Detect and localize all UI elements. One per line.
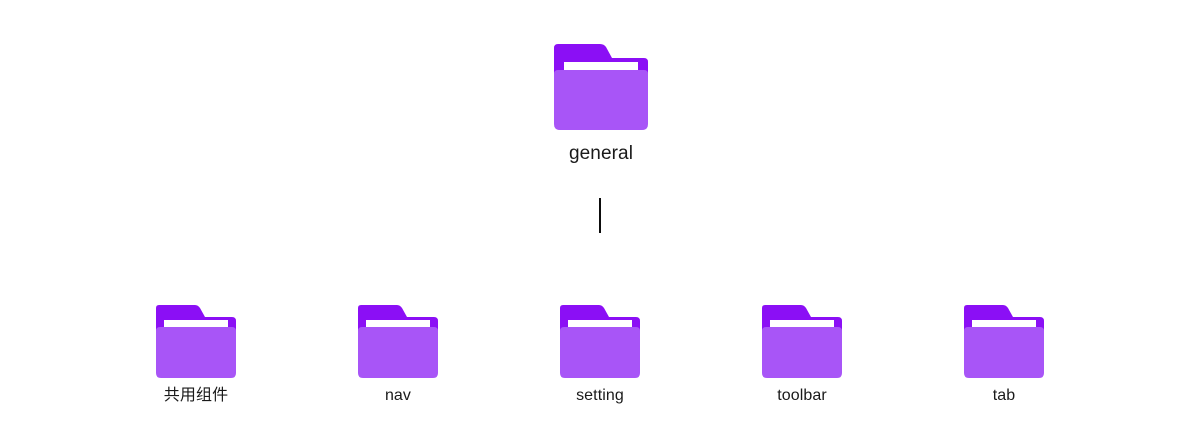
folder-icon[interactable] — [156, 305, 236, 378]
folder-icon[interactable] — [560, 305, 640, 378]
folder-icon[interactable] — [964, 305, 1044, 378]
folder-label: toolbar — [777, 387, 827, 404]
folder-icon[interactable] — [358, 305, 438, 378]
folder-node-toolbar[interactable]: toolbar — [762, 305, 842, 405]
vertical-line-connector-icon — [599, 198, 601, 233]
folder-node-general[interactable]: general — [554, 44, 648, 165]
folder-node-setting[interactable]: setting — [560, 305, 640, 405]
folder-icon[interactable] — [762, 305, 842, 378]
folder-node-tab[interactable]: tab — [964, 305, 1044, 405]
folder-label: general — [568, 143, 634, 164]
folder-label: nav — [384, 387, 412, 404]
folder-label: setting — [576, 387, 624, 404]
folder-label: 共用组件 — [163, 387, 229, 404]
folder-node-nav[interactable]: nav — [358, 305, 438, 405]
folder-icon[interactable] — [554, 44, 648, 130]
folder-label: tab — [992, 387, 1016, 404]
folder-node-shared-components[interactable]: 共用组件 — [156, 305, 236, 405]
